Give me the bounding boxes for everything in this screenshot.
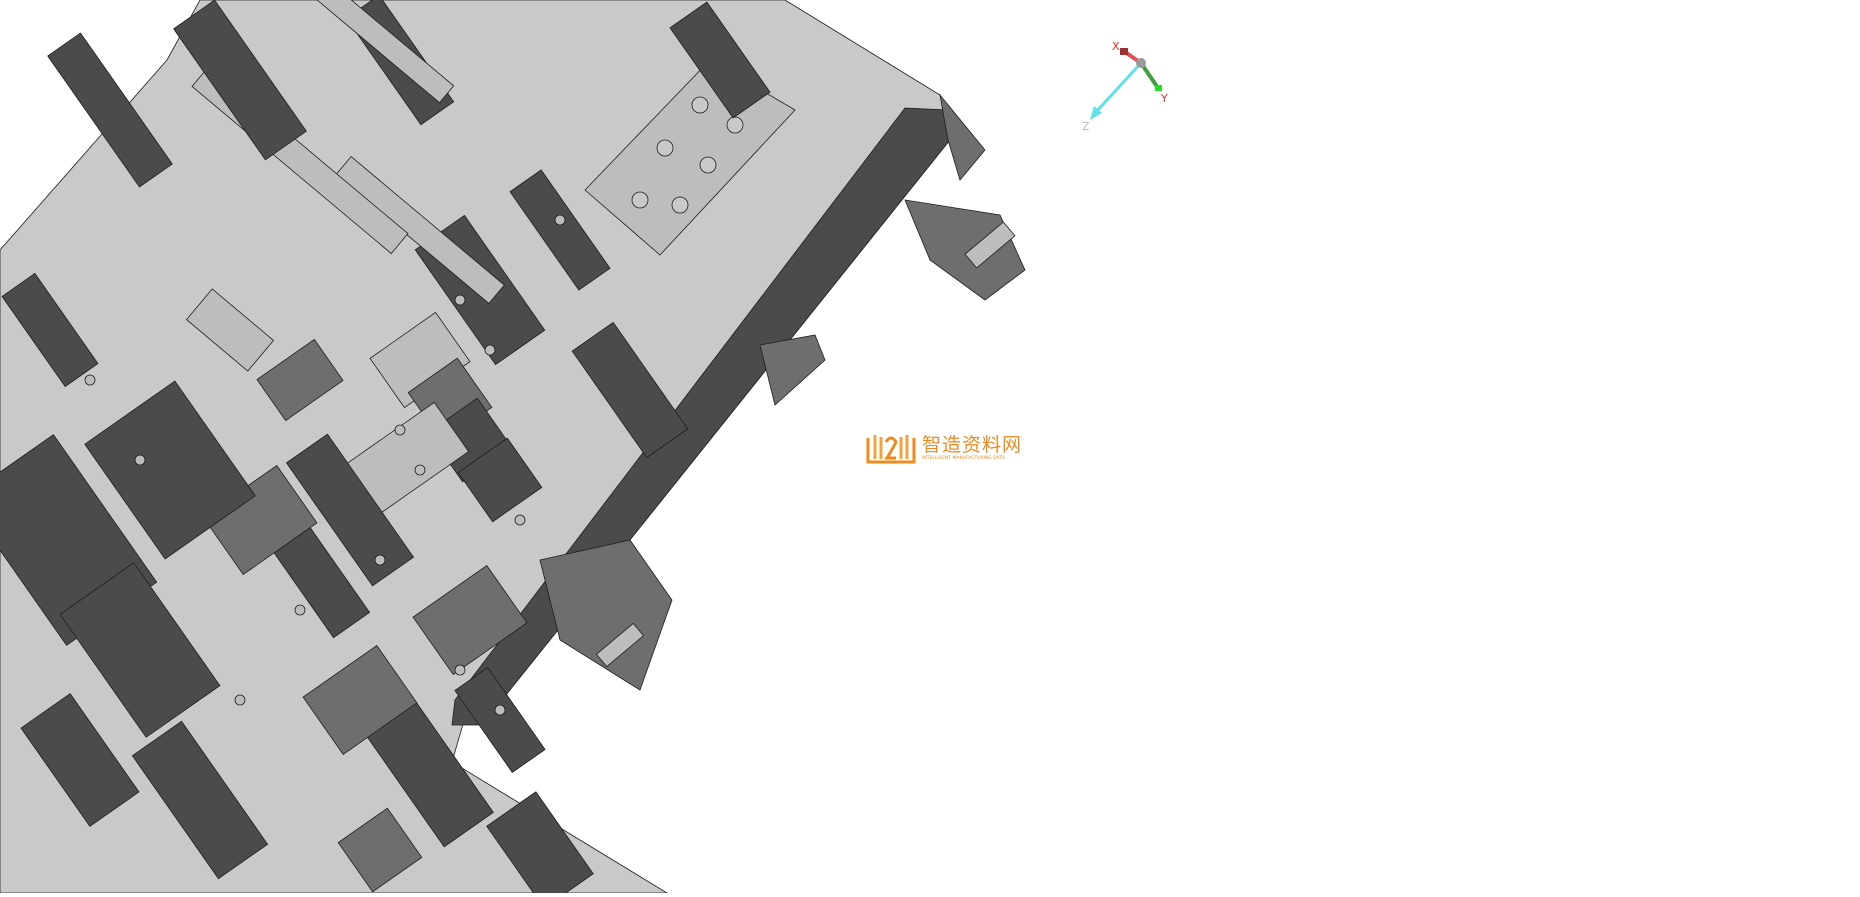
bolt-head [454,294,466,306]
bolt-head [554,214,566,226]
bolt-head [454,664,466,676]
fixture-component [185,288,275,372]
triad-z-axis [1094,61,1143,114]
plate-hole [631,191,649,209]
fixture-component [454,667,546,773]
fixture-component [59,562,221,738]
bolt-head [394,424,406,436]
fixture-component [669,1,771,119]
fixture-component [1,272,99,388]
bolt-head [414,464,426,476]
triad-y-handle [1155,85,1162,91]
triad-z-arrow [1090,106,1102,120]
plate-hole [656,139,674,157]
triad-x-handle [1120,48,1128,55]
fixture-component [256,338,344,422]
bolt-head [134,454,146,466]
bolt-head [84,374,96,386]
fixture-component [20,693,140,827]
fixture-component [457,437,543,523]
fixture-component [486,791,594,897]
bolt-head [484,344,496,356]
bolt-head [494,704,506,716]
bolt-head [374,554,386,566]
side-bracket-top [904,199,1026,301]
fixture-component [131,720,269,880]
bolt-head [234,694,246,706]
bracket-tab [595,622,645,668]
watermark-title: 智造资料网 [922,434,1023,456]
fixture-component [412,564,528,676]
book-logo-icon [866,435,916,464]
fixture-component [173,0,307,161]
fixture-component [302,644,418,756]
fixture-component [335,155,505,305]
plate-hole [726,116,744,134]
fixture-component [47,32,173,188]
bracket-tab [964,221,1016,269]
axis-triad: X Y Z [1082,40,1168,133]
watermark-subtitle: INTELLIGENT MANUFACTURING DATA [922,456,1005,461]
fixture-component [337,807,423,893]
triad-y-label: Y [1160,92,1168,105]
plate-hole [699,156,717,174]
fixture-component [285,0,455,104]
plate-hole [671,196,689,214]
triad-origin [1136,58,1146,68]
fixture-component [509,169,611,291]
triad-x-label: X [1112,40,1120,53]
triad-y-axis [1139,61,1160,90]
plate-hole [691,96,709,114]
plate-corner-block [939,93,986,181]
triad-z-label: Z [1082,120,1090,133]
fixture-component [285,433,415,587]
side-rail-block [759,334,826,406]
fixture-component [571,321,689,459]
bolt-head [294,604,306,616]
watermark-logo: 智造资料网 INTELLIGENT MANUFACTURING DATA [866,430,1021,470]
side-bracket-bottom [539,539,673,691]
fixture-component [84,380,256,560]
bolt-head [514,514,526,526]
